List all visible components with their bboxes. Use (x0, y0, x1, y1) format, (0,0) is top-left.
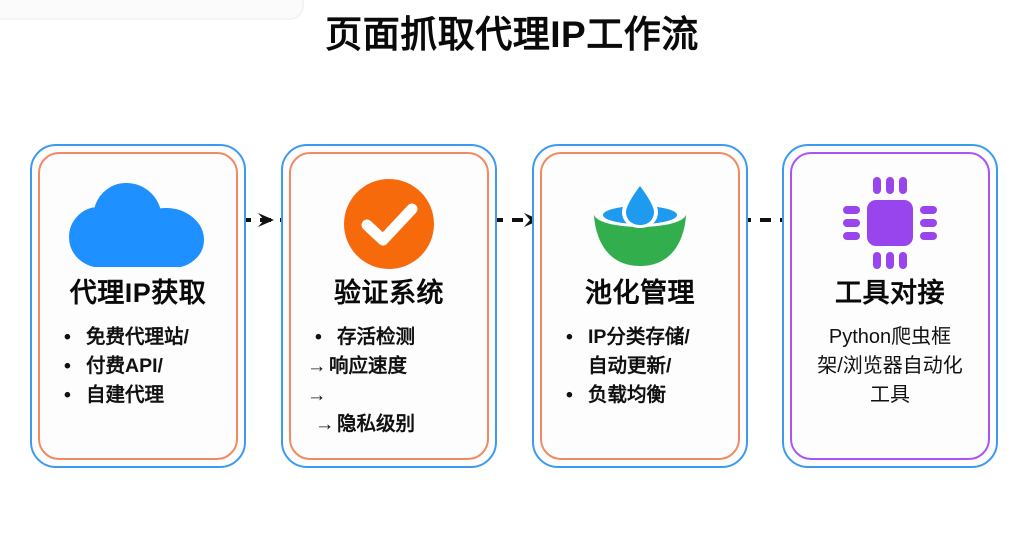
list-item-label: 隐私级别 (337, 412, 416, 435)
description-line: 工具 (870, 384, 910, 406)
list-item-label: IP分类存储/ (588, 326, 690, 348)
list-item-label: 负载均衡 (588, 383, 667, 406)
bullet-marker: • (315, 326, 322, 348)
list-item-label: 付费API/ (86, 354, 163, 377)
list-item-label: 存活检测 (337, 326, 416, 348)
bullet-marker: • (566, 383, 573, 406)
bullet-marker: • (566, 326, 573, 348)
card-body: •存活检测 →响应速度 → →隐私级别 (291, 323, 487, 438)
card-pool-management[interactable]: 池化管理 • IP分类存储/ 自动更新/ • 负载均衡 (532, 144, 748, 468)
list-item: • 负载均衡 (550, 381, 730, 410)
arrow-marker: → (315, 412, 335, 435)
card-title: 池化管理 (585, 278, 695, 308)
card-body: • 免费代理站/ • 付费API/ • 自建代理 (40, 323, 236, 410)
list-item-label: 免费代理站/ (86, 326, 189, 348)
card-proxy-acquire[interactable]: 代理IP获取 • 免费代理站/ • 付费API/ • 自建代理 (30, 144, 246, 468)
background-decoration (0, 0, 304, 20)
list-item-label: 自建代理 (86, 383, 165, 406)
arrow-marker: → (307, 383, 327, 406)
list-item: → (299, 381, 479, 410)
card-tool-integration[interactable]: 工具对接 Python爬虫框 架/浏览器自动化 工具 (782, 144, 998, 468)
check-circle-icon (343, 172, 435, 276)
bullet-marker: • (64, 354, 71, 377)
list-item: • 自建代理 (48, 381, 228, 410)
list-item-label: 响应速度 (329, 354, 408, 377)
card-title: 验证系统 (334, 278, 444, 308)
description-line: 架/浏览器自动化 (817, 355, 963, 377)
description-line: Python爬虫框 (828, 326, 952, 348)
page-title: 页面抓取代理IP工作流 (325, 14, 699, 55)
list-item: 自动更新/ (550, 352, 730, 381)
list-item: • IP分类存储/ (550, 323, 730, 352)
card-title: 工具对接 (835, 278, 945, 308)
bullet-marker: • (64, 326, 71, 348)
list-item: →响应速度 (299, 352, 479, 381)
card-body: Python爬虫框 架/浏览器自动化 工具 (792, 323, 988, 410)
list-item: • 存活检测 (299, 323, 479, 352)
list-item: →隐私级别 (299, 410, 479, 439)
list-item-label: 自动更新/ (588, 354, 672, 377)
bullet-marker: • (64, 383, 71, 406)
connector-arrow-1 (200, 213, 320, 227)
arrow-marker: → (307, 354, 327, 377)
card-validation-system[interactable]: 验证系统 •存活检测 →响应速度 → →隐私级别 (281, 144, 497, 468)
list-item: • 免费代理站/ (48, 323, 228, 352)
chip-icon (840, 172, 940, 276)
workflow-diagram: 代理IP获取 •免费代理站/ •付费API/ •自建代理 验证系统 •存活检测 … (0, 144, 1024, 474)
list-item: • 付费API/ (48, 352, 228, 381)
pool-icon (588, 172, 692, 276)
card-title: 代理IP获取 (69, 278, 207, 308)
card-body: • IP分类存储/ 自动更新/ • 负载均衡 (542, 323, 738, 410)
cloud-icon (68, 172, 208, 276)
